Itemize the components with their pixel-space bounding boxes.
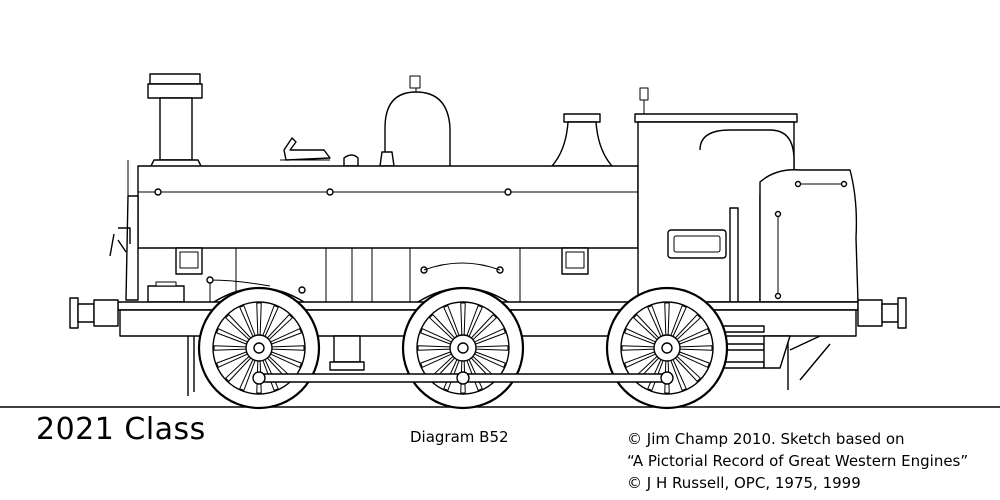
leading-wheel — [197, 286, 321, 410]
class-title: 2021 Class — [36, 412, 206, 447]
credits: © Jim Champ 2010. Sketch based on “A Pic… — [627, 428, 968, 494]
smokebox — [109, 160, 139, 301]
chimney — [147, 73, 203, 169]
driving-wheel — [401, 286, 525, 410]
wheel-spoke — [664, 302, 670, 336]
wheel-spoke — [679, 345, 713, 351]
front-buffer — [69, 297, 119, 329]
tank-details — [147, 247, 589, 303]
credit-line: © J H Russell, OPC, 1975, 1999 — [627, 474, 861, 492]
boiler-fittings — [280, 137, 395, 167]
diagram-label: Diagram B52 — [410, 428, 509, 446]
splashers — [213, 287, 509, 303]
wheel-spoke — [475, 345, 509, 351]
safety-valve — [551, 113, 613, 167]
leading-wheel-spokes — [213, 302, 305, 394]
coupling-rod — [252, 371, 674, 385]
wheel-spoke — [460, 302, 466, 336]
wheel-spoke — [417, 345, 451, 351]
wheel-spoke — [256, 302, 262, 336]
wheel-spoke — [621, 345, 655, 351]
wheel-spoke — [271, 345, 305, 351]
credit-line: © Jim Champ 2010. Sketch based on — [627, 430, 905, 448]
credit-line: “A Pictorial Record of Great Western Eng… — [627, 452, 969, 470]
trailing-wheel — [605, 286, 729, 410]
cab — [634, 87, 859, 303]
rear-buffer — [857, 297, 907, 329]
pannier-tank — [137, 165, 685, 249]
dome — [384, 75, 451, 169]
frames — [187, 335, 831, 396]
wheel-spoke — [213, 345, 247, 351]
